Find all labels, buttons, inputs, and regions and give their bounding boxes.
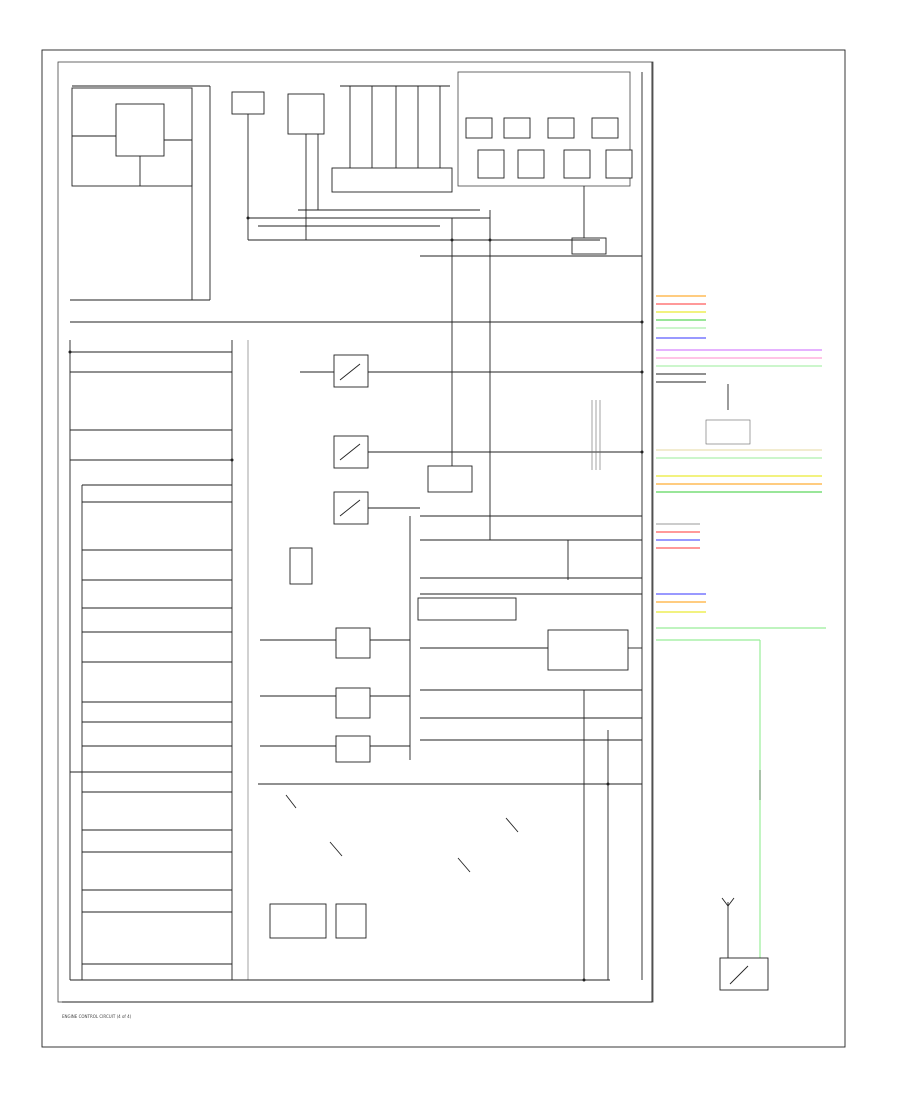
left-sensor-ladder	[69, 340, 610, 981]
right-connector	[651, 62, 826, 1002]
combination-meter	[331, 85, 453, 193]
ecm-module-bank	[457, 71, 633, 187]
junction-dots	[68, 216, 644, 982]
starter-relay	[287, 93, 325, 240]
page-frame	[41, 49, 846, 1048]
main-buses	[70, 72, 643, 980]
mid-relays	[258, 400, 642, 980]
joint-connector	[571, 237, 607, 255]
mid-switch-group	[289, 354, 642, 585]
bottom-mid-sensors	[62, 794, 652, 1003]
bottom-right-sensor	[719, 770, 769, 991]
fuse-box-top-left	[71, 85, 211, 300]
diagram-caption: ENGINE CONTROL CIRCUIT (4 of 4)	[62, 1014, 132, 1019]
